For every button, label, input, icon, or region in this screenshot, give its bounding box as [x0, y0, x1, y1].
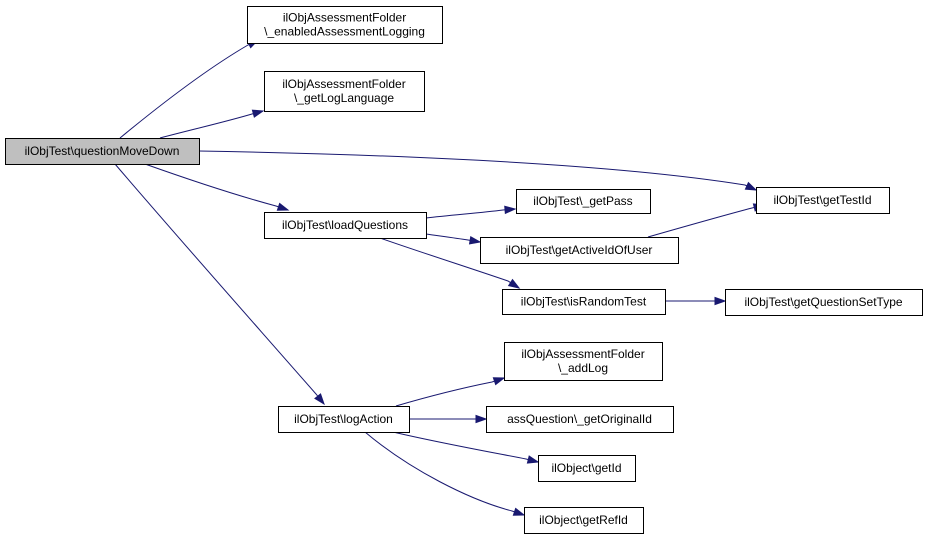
node-get-test-id[interactable]: ilObjTest\getTestId [756, 187, 890, 214]
arrowhead-icon [468, 236, 482, 245]
node-is-random-test[interactable]: ilObjTest\isRandomTest [502, 289, 666, 315]
edge-line [379, 237, 520, 289]
node-get-id[interactable]: ilObject\getId [538, 455, 636, 482]
edge-line [395, 377, 505, 407]
edge-question-move-down-to-load-questions [144, 163, 290, 211]
edge-question-move-down-to-log-action [114, 163, 325, 406]
node-get-log-language[interactable]: ilObjAssessmentFolder\_getLogLanguage [264, 71, 425, 112]
node-box [264, 71, 425, 112]
node-label: assQuestion\_getOriginalId [507, 412, 652, 426]
edge-line [392, 431, 539, 463]
node-get-active-id-of-user[interactable]: ilObjTest\getActiveIdOfUser [480, 237, 679, 264]
node-box [486, 406, 674, 433]
edge-question-move-down-to-enabled-assessment-logging [119, 39, 260, 139]
edge-load-questions-to-get-active-id-of-user [425, 233, 482, 245]
node-get-question-set-type[interactable]: ilObjTest\getQuestionSetType [725, 289, 923, 316]
edge-line [114, 163, 325, 405]
node-label: ilObject\getId [551, 461, 621, 475]
arrowhead-icon [714, 296, 727, 306]
arrowhead-icon [251, 109, 265, 118]
edge-question-move-down-to-get-log-language [159, 109, 265, 139]
edge-line [119, 39, 259, 139]
edge-log-action-to-add-log [395, 377, 506, 407]
edge-line [364, 431, 525, 516]
node-label: ilObjTest\loadQuestions [282, 218, 408, 232]
node-label: ilObjTest\_getPass [533, 194, 632, 208]
node-label: ilObjTest\getTestId [773, 193, 871, 207]
arrowhead-icon [492, 377, 506, 386]
node-label: ilObjAssessmentFolder [521, 347, 644, 361]
edge-log-action-to-get-original-id [409, 414, 488, 424]
node-label: \_getLogLanguage [294, 91, 394, 105]
node-label: ilObjTest\logAction [294, 412, 393, 426]
arrowhead-icon [276, 202, 290, 211]
arrowhead-icon [475, 414, 488, 424]
edge-load-questions-to-get-pass [425, 205, 517, 219]
node-enabled-assessment-logging[interactable]: ilObjAssessmentFolder\_enabledAssessment… [247, 6, 443, 44]
edge-line [425, 233, 481, 243]
node-box [504, 342, 663, 381]
arrowhead-icon [507, 278, 521, 289]
node-get-pass[interactable]: ilObjTest\_getPass [516, 189, 651, 214]
arrowhead-icon [504, 205, 517, 215]
edge-log-action-to-get-id [392, 431, 540, 464]
node-box [725, 289, 923, 316]
arrowhead-icon [526, 455, 540, 464]
arrowhead-icon [314, 393, 325, 406]
edge-question-move-down-to-get-test-id [198, 150, 758, 191]
node-box [278, 406, 410, 433]
node-question-move-down[interactable]: ilObjTest\questionMoveDown [5, 138, 200, 165]
arrowhead-icon [512, 507, 526, 516]
node-get-ref-id[interactable]: ilObject\getRefId [524, 507, 644, 534]
node-label: \_enabledAssessmentLogging [264, 25, 425, 39]
edge-line [144, 163, 289, 211]
node-box [5, 138, 200, 165]
edge-line [647, 204, 765, 238]
node-box [516, 189, 651, 214]
edges-layer [114, 39, 766, 516]
node-box [247, 6, 443, 44]
node-add-log[interactable]: ilObjAssessmentFolder\_addLog [504, 342, 663, 381]
node-box [538, 455, 636, 482]
node-label: ilObjAssessmentFolder [282, 77, 405, 91]
node-box [524, 507, 644, 534]
node-label: ilObjAssessmentFolder [283, 11, 406, 25]
node-box [264, 212, 427, 239]
node-log-action[interactable]: ilObjTest\logAction [278, 406, 410, 433]
arrowhead-icon [744, 181, 758, 191]
node-label: ilObjTest\questionMoveDown [25, 144, 180, 158]
node-box [756, 187, 890, 214]
nodes-layer: ilObjTest\questionMoveDown ilObjAssessmen… [5, 6, 923, 534]
edge-load-questions-to-is-random-test [379, 237, 521, 289]
node-load-questions[interactable]: ilObjTest\loadQuestions [264, 212, 427, 239]
node-label: ilObject\getRefId [539, 513, 628, 527]
node-label: ilObjTest\getActiveIdOfUser [506, 243, 653, 257]
edge-is-random-test-to-get-question-set-type [664, 296, 727, 306]
edge-line [198, 150, 757, 191]
edge-line [425, 208, 516, 219]
node-label: \_addLog [558, 361, 608, 375]
node-get-original-id[interactable]: assQuestion\_getOriginalId [486, 406, 674, 433]
node-box [480, 237, 679, 264]
edge-get-active-id-of-user-to-get-test-id [647, 203, 766, 238]
edge-log-action-to-get-ref-id [364, 431, 526, 516]
node-label: ilObjTest\getQuestionSetType [744, 295, 902, 309]
node-box [502, 289, 666, 315]
node-label: ilObjTest\isRandomTest [521, 295, 647, 309]
edge-line [159, 110, 264, 139]
